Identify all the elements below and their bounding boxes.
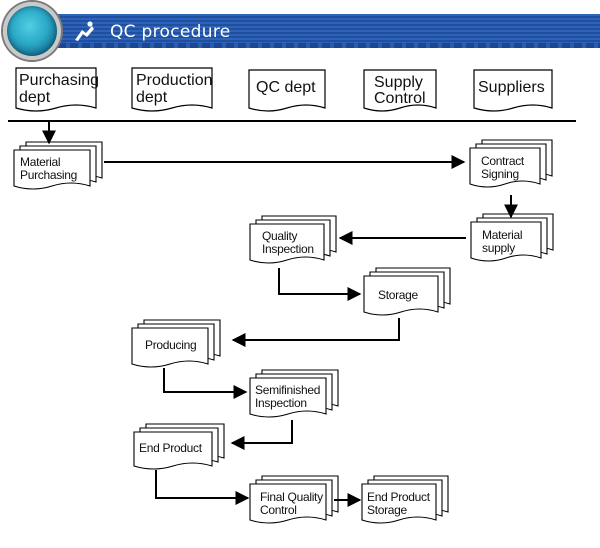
- dept-qc-line1: QC dept: [256, 79, 316, 96]
- stack-material-supply-sheet: [470, 221, 542, 262]
- node-material-supply-line1: Material: [482, 228, 523, 242]
- node-producing-line1: Producing: [145, 338, 197, 352]
- arrow-inspection-to-storage: [278, 268, 362, 301]
- node-quality-inspection-line2: Inspection: [262, 242, 314, 256]
- stack-contract-signing-sheet: [469, 147, 541, 188]
- dept-doc-suppliers: [473, 69, 553, 112]
- node-final-quality-control-line2: Control: [260, 503, 297, 517]
- node-end-product-storage-line2: Storage: [367, 503, 407, 517]
- header-banner: QC procedure: [0, 0, 600, 60]
- dept-doc-qc: [248, 69, 326, 112]
- node-material-purchasing-line2: Purchasing: [20, 168, 78, 182]
- stack-contract-signing: [469, 139, 553, 188]
- stack-producing-sheet: [131, 327, 209, 368]
- dept-production-line2: dept: [136, 89, 168, 106]
- dept-production-line1: Production: [136, 72, 213, 89]
- node-storage: Storage: [378, 289, 418, 302]
- stack-end-product-sheet: [133, 431, 213, 470]
- dept-doc-production: [131, 67, 213, 112]
- stack-semifinished-inspection-sheet: [249, 377, 327, 418]
- dept-supply-line2: Control: [374, 90, 426, 107]
- node-semifinished-inspection: Semifinished Inspection: [255, 384, 320, 410]
- stack-storage: [363, 267, 451, 316]
- node-contract-signing-line2: Signing: [481, 167, 519, 181]
- node-material-supply: Material supply: [482, 228, 523, 255]
- globe-icon: [3, 2, 61, 60]
- node-contract-signing-line1: Contract: [481, 154, 524, 168]
- node-quality-inspection-line1: Quality: [262, 229, 298, 243]
- stack-quality-inspection-sheet: [249, 223, 325, 264]
- stack-end-product-storage-sheet: [361, 483, 437, 524]
- stack-end-product-storage: [361, 475, 449, 524]
- stack-final-quality-control: [249, 475, 339, 524]
- node-material-supply-line2: supply: [482, 241, 515, 255]
- dept-purchasing-line2: dept: [19, 89, 51, 106]
- stack-material-supply: [470, 213, 554, 262]
- node-end-product-storage: End Product Storage: [367, 491, 430, 517]
- node-final-quality-control-line1: Final Quality: [260, 490, 323, 504]
- node-contract-signing: Contract Signing: [481, 155, 524, 181]
- stack-end-product: [133, 423, 225, 470]
- dept-purchasing-line1: Purchasing: [19, 72, 100, 89]
- node-material-purchasing: Material Purchasing: [20, 156, 77, 182]
- stack-material-purchasing: [13, 141, 103, 190]
- stack-final-quality-control-sheet: [249, 483, 327, 524]
- node-storage-line1: Storage: [378, 288, 418, 302]
- stack-semifinished-inspection: [249, 369, 339, 418]
- arrow-storage-to-producing: [231, 318, 400, 347]
- node-material-purchasing-line1: Material: [20, 155, 61, 169]
- dept-doc-purchasing: [15, 67, 97, 112]
- figure-icon: [75, 21, 94, 41]
- node-end-product-line1: End Product: [139, 441, 202, 455]
- dept-suppliers-line1: Suppliers: [478, 79, 545, 96]
- stack-producing: [131, 319, 221, 368]
- arrow-semifinished-to-end: [230, 420, 293, 450]
- dept-supply-line1: Supply: [374, 74, 423, 91]
- banner-bar: [34, 14, 600, 48]
- stack-material-purchasing-sheet: [13, 149, 91, 190]
- node-end-product: End Product: [139, 442, 202, 455]
- dept-doc-supply: [363, 69, 437, 112]
- node-semifinished-inspection-line2: Inspection: [255, 396, 307, 410]
- node-semifinished-inspection-line1: Semifinished: [255, 383, 321, 397]
- flow-arrows: [42, 121, 518, 507]
- stack-quality-inspection: [249, 215, 337, 264]
- arrow-end-to-final: [155, 470, 250, 505]
- node-end-product-storage-line1: End Product: [367, 490, 430, 504]
- node-quality-inspection: Quality Inspection: [262, 230, 314, 256]
- stack-storage-sheet: [363, 275, 439, 316]
- node-final-quality-control: Final Quality Control: [260, 491, 323, 517]
- node-producing: Producing: [145, 338, 197, 352]
- page-title: QC procedure: [110, 22, 231, 42]
- arrow-producing-to-semifinished: [163, 368, 248, 399]
